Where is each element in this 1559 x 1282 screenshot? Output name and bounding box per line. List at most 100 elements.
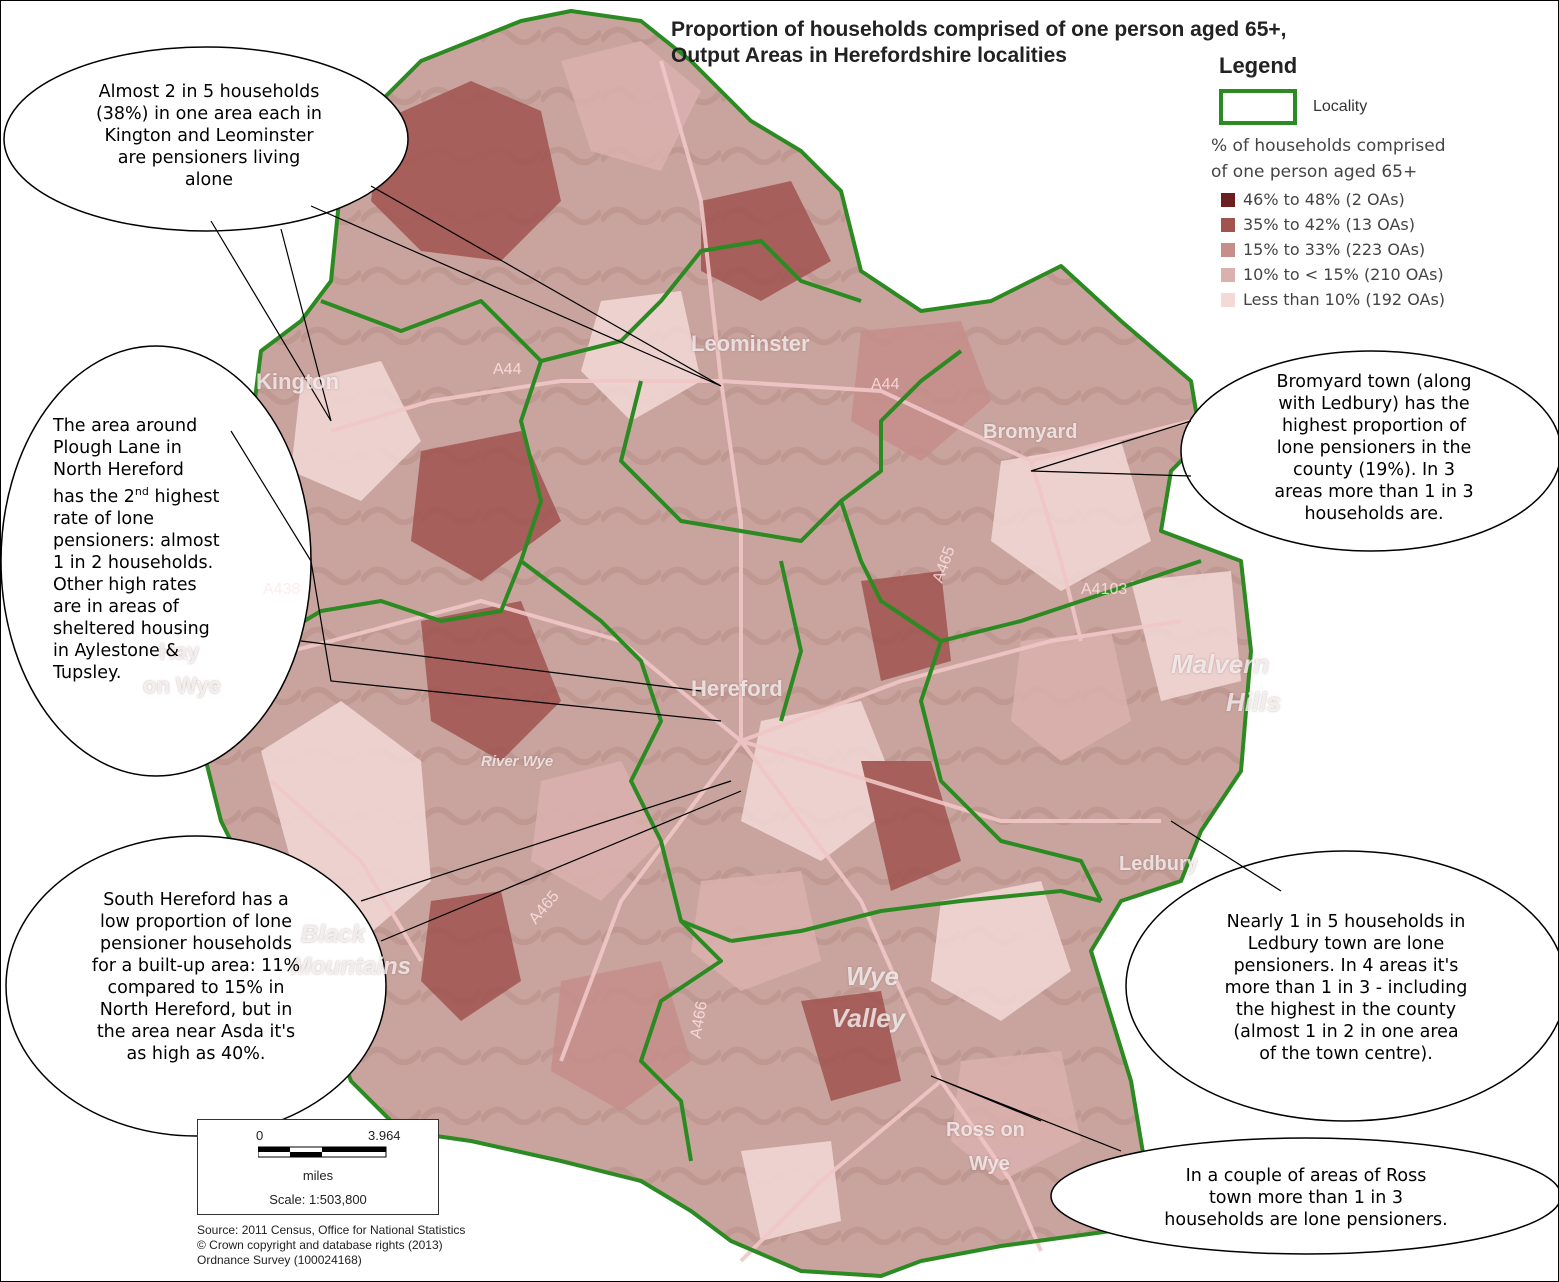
legend-subtitle-line2: of one person aged 65+ bbox=[1211, 162, 1418, 182]
legend-swatch bbox=[1221, 217, 1235, 232]
place-label-black: Black bbox=[301, 921, 366, 948]
legend-item: 15% to 33% (223 OAs) bbox=[1221, 237, 1531, 262]
map-title-line1: Proportion of households comprised of on… bbox=[671, 18, 1287, 41]
callout-line: alone bbox=[184, 170, 234, 190]
legend-item-label: Less than 10% (192 OAs) bbox=[1243, 290, 1446, 309]
legend-item: 46% to 48% (2 OAs) bbox=[1221, 187, 1531, 212]
map-title-line2: Output Areas in Herefordshire localities bbox=[671, 44, 1067, 67]
callout-text: has the 2 bbox=[53, 486, 135, 507]
callout-line: county (19%). In 3 bbox=[1293, 460, 1455, 480]
place-label-river-wye: River Wye bbox=[481, 753, 554, 770]
road-label-a44-east: A44 bbox=[871, 376, 900, 393]
callout-line: Nearly 1 in 5 households in bbox=[1226, 912, 1466, 932]
callout-line: 1 in 2 households. bbox=[53, 552, 214, 573]
legend: Legend Locality % of households comprise… bbox=[1211, 53, 1531, 312]
callout-line: are in areas of bbox=[53, 596, 179, 617]
callout-ledbury: Nearly 1 in 5 households in Ledbury town… bbox=[1171, 911, 1521, 1065]
scale-max-label: 3.964 bbox=[368, 1128, 401, 1143]
source-line3: Ordnance Survey (100024168) bbox=[197, 1253, 362, 1267]
callout-line: Other high rates bbox=[53, 574, 197, 595]
legend-swatch bbox=[1221, 292, 1235, 307]
place-label-leominster: Leominster bbox=[691, 331, 810, 356]
callout-line: town more than 1 in 3 bbox=[1208, 1188, 1404, 1208]
callout-ross: In a couple of areas of Ross town more t… bbox=[1111, 1165, 1501, 1231]
legend-swatch bbox=[1221, 267, 1235, 282]
scale-zero-label: 0 bbox=[256, 1128, 264, 1143]
place-label-hills: Hills bbox=[1226, 687, 1281, 717]
callout-line: South Hereford has a bbox=[103, 890, 289, 910]
callout-line: low proportion of lone bbox=[99, 912, 293, 932]
place-label-hereford: Hereford bbox=[691, 676, 783, 701]
callout-line: in Aylestone & bbox=[53, 640, 180, 661]
callout-line: of the town centre). bbox=[1259, 1044, 1433, 1064]
callout-line: In a couple of areas of Ross bbox=[1185, 1166, 1427, 1186]
callout-line: with Ledbury) has the bbox=[1278, 394, 1470, 414]
callout-line: sheltered housing bbox=[53, 618, 210, 639]
locality-swatch bbox=[1219, 89, 1297, 125]
place-label-malvern: Malvern bbox=[1171, 649, 1270, 679]
legend-swatch bbox=[1221, 242, 1235, 257]
callout-line: Almost 2 in 5 households bbox=[98, 82, 320, 102]
legend-item-label: 10% to < 15% (210 OAs) bbox=[1243, 265, 1444, 284]
callout-kington-leominster: Almost 2 in 5 households (38%) in one ar… bbox=[29, 81, 389, 191]
callout-leaders bbox=[210, 185, 1282, 1152]
place-label-valley: Valley bbox=[831, 1003, 906, 1033]
callout-bubbles bbox=[1, 46, 1558, 1255]
callout-line: areas more than 1 in 3 bbox=[1274, 482, 1474, 502]
road-label-a4103: A4103 bbox=[1081, 581, 1128, 598]
legend-item-label: 46% to 48% (2 OAs) bbox=[1243, 190, 1405, 209]
callout-south-hereford: South Hereford has a low proportion of l… bbox=[41, 889, 351, 1065]
callout-line: pensioner households bbox=[100, 934, 292, 954]
callout-text: highest bbox=[148, 486, 220, 507]
legend-item-label: 35% to 42% (13 OAs) bbox=[1243, 215, 1415, 234]
callout-line: North Hereford bbox=[53, 460, 184, 480]
callout-line: The area around bbox=[53, 416, 198, 436]
place-label-on-wye: on Wye bbox=[143, 673, 221, 698]
callout-line: rate of lone bbox=[53, 508, 154, 529]
callout-line: the area near Asda it's bbox=[96, 1022, 296, 1042]
legend-items: 46% to 48% (2 OAs) 35% to 42% (13 OAs) 15%… bbox=[1221, 187, 1531, 312]
legend-heading: Legend bbox=[1219, 53, 1298, 78]
scale-bar-box: 0 3.964 miles Scale: 1:503,800 bbox=[197, 1119, 439, 1215]
source-line2: © Crown copyright and database rights (2… bbox=[197, 1238, 443, 1252]
place-label-ross-on: Ross on bbox=[946, 1119, 1025, 1141]
place-label-kington: Kington bbox=[256, 369, 340, 394]
callout-line: Bromyard town (along bbox=[1276, 372, 1472, 392]
callout-line: compared to 15% in bbox=[107, 978, 285, 998]
scale-units: miles bbox=[302, 1168, 334, 1183]
road-label-a44-west: A44 bbox=[493, 361, 522, 378]
scale-bar bbox=[258, 1146, 387, 1158]
callout-line: North Hereford, but in bbox=[99, 1000, 293, 1020]
callout-bromyard: Bromyard town (along with Ledbury) has t… bbox=[1219, 371, 1529, 525]
legend-subtitle-line1: % of households comprised bbox=[1211, 136, 1446, 156]
locality-label: Locality bbox=[1313, 98, 1368, 115]
callout-line: (38%) in one area each in bbox=[95, 104, 323, 124]
callout-line: Tupsley. bbox=[53, 662, 122, 683]
callout-line: as high as 40%. bbox=[126, 1044, 266, 1064]
callout-line: more than 1 in 3 - including bbox=[1224, 978, 1468, 998]
map-title: Proportion of households comprised of on… bbox=[671, 17, 1287, 69]
callout-line: highest proportion of bbox=[1281, 416, 1467, 436]
source-line1: Source: 2011 Census, Office for National… bbox=[197, 1223, 466, 1237]
legend-locality-row: Locality bbox=[1219, 89, 1531, 125]
scale-ratio: Scale: 1:503,800 bbox=[269, 1192, 367, 1207]
place-label-wye: Wye bbox=[846, 961, 899, 991]
place-label-ledbury: Ledbury bbox=[1119, 853, 1198, 875]
legend-item-label: 15% to 33% (223 OAs) bbox=[1243, 240, 1426, 259]
callout-line: households are. bbox=[1304, 504, 1444, 524]
callout-line: the highest in the county bbox=[1235, 1000, 1457, 1020]
callout-north-hereford: The area around Plough Lane in North Her… bbox=[53, 415, 293, 684]
callout-line: pensioners. In 4 areas it's bbox=[1233, 956, 1459, 976]
place-label-mountains: Mountains bbox=[291, 953, 411, 980]
callout-line: Kington and Leominster bbox=[104, 126, 314, 146]
road-label-a438: A438 bbox=[263, 581, 301, 598]
place-label-bromyard: Bromyard bbox=[983, 421, 1078, 443]
callout-line: households are lone pensioners. bbox=[1164, 1210, 1448, 1230]
legend-item: 10% to < 15% (210 OAs) bbox=[1221, 262, 1531, 287]
callout-line: (almost 1 in 2 in one area bbox=[1233, 1022, 1459, 1042]
callout-line: has the 2nd highest bbox=[53, 481, 293, 508]
legend-swatch bbox=[1221, 192, 1235, 207]
legend-item: 35% to 42% (13 OAs) bbox=[1221, 212, 1531, 237]
